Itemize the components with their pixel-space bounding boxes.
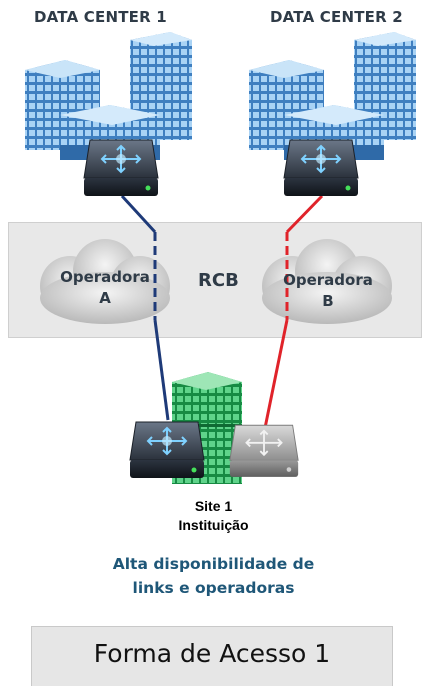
- site-router-b-icon: [229, 424, 299, 477]
- caption: Alta disponibilidade de links e operador…: [0, 552, 427, 600]
- operator-b-line1: Operadora: [283, 271, 373, 289]
- site-institution: Instituição: [178, 517, 249, 533]
- site-router-a-icon: [129, 421, 205, 478]
- operator-b-cloud-icon: [262, 239, 392, 324]
- datacenter-1-router-icon: [83, 139, 159, 196]
- link-a-top: [120, 194, 157, 234]
- site-name: Site 1: [194, 498, 233, 514]
- link-b-top: [285, 194, 324, 234]
- operator-b-line2: B: [322, 292, 334, 310]
- datacenter-2-title: DATA CENTER 2: [270, 8, 403, 26]
- operator-a-line1: Operadora: [60, 268, 150, 286]
- link-b-bottom: [263, 319, 289, 429]
- operator-a-cloud-icon: [40, 239, 170, 324]
- link-a-bottom: [153, 319, 170, 421]
- caption-line1: Alta disponibilidade de: [112, 555, 315, 573]
- rcb-label: RCB: [198, 270, 239, 291]
- operator-a-label: Operadora A: [50, 267, 160, 309]
- footer-box: Forma de Acesso 1: [31, 626, 393, 686]
- operator-b-label: Operadora B: [273, 270, 383, 312]
- operator-a-line2: A: [99, 289, 111, 307]
- datacenter-2-router-icon: [283, 139, 359, 196]
- caption-line2: links e operadoras: [132, 579, 295, 597]
- datacenter-1-title: DATA CENTER 1: [34, 8, 167, 26]
- footer-title: Forma de Acesso 1: [93, 639, 331, 668]
